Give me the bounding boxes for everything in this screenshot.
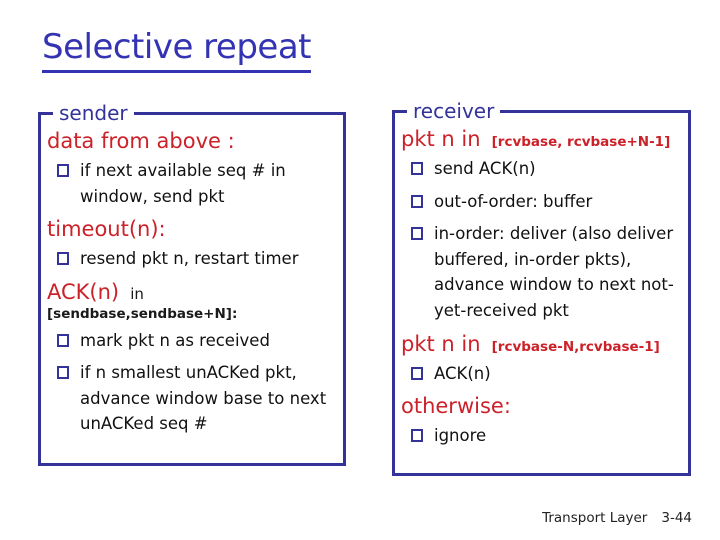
bullet-square-icon <box>57 164 69 178</box>
bullet-text: mark pkt n as received <box>80 330 270 350</box>
receiver-box-label: receiver <box>407 99 501 123</box>
bullet-text: resend pkt n, restart timer <box>80 249 299 269</box>
section-heading: pkt n in [rcvbase-N,rcvbase-1] <box>401 332 682 356</box>
section-timeout: timeout(n): resend pkt n, restart timer <box>47 217 337 272</box>
bullet-item: out-of-order: buffer <box>401 189 682 215</box>
bullet-square-icon <box>411 227 423 241</box>
page-title: Selective repeat <box>42 27 312 74</box>
bullet-text: in-order: deliver (also deliver buffered… <box>434 224 674 320</box>
heading-text: otherwise: <box>401 394 511 419</box>
bullet-item: if next available seq # in window, send … <box>47 158 337 209</box>
bullet-item: send ACK(n) <box>401 156 682 182</box>
receiver-box: receiver pkt n in [rcvbase, rcvbase+N-1]… <box>392 99 691 476</box>
heading-text: pkt n in <box>401 127 481 151</box>
bullet-text: if next available seq # in window, send … <box>80 161 286 206</box>
sender-box-label: sender <box>53 101 134 125</box>
bullet-text: ACK(n) <box>434 363 491 383</box>
section-heading: pkt n in [rcvbase, rcvbase+N-1] <box>401 127 682 151</box>
bullet-square-icon <box>57 252 69 266</box>
bullet-item: resend pkt n, restart timer <box>47 246 337 272</box>
bullet-square-icon <box>411 162 423 176</box>
footer-label: Transport Layer <box>542 510 648 526</box>
bullet-item: ACK(n) <box>401 361 682 387</box>
heading-text: ACK(n) <box>47 279 120 304</box>
section-ack: ACK(n) in [sendbase,sendbase+N]: mark pk… <box>47 280 337 437</box>
section-pkt-in-window: pkt n in [rcvbase, rcvbase+N-1] send ACK… <box>401 127 682 324</box>
bullet-square-icon <box>57 333 69 347</box>
heading-text: pkt n in <box>401 331 481 356</box>
bullet-item: if n smallest unACKed pkt, advance windo… <box>47 360 337 437</box>
section-heading: ACK(n) in [sendbase,sendbase+N]: <box>47 280 337 323</box>
bullet-square-icon <box>57 366 69 380</box>
bullet-square-icon <box>411 194 423 208</box>
bullet-item: ignore <box>401 423 682 449</box>
bullet-text: if n smallest unACKed pkt, advance windo… <box>80 363 327 434</box>
bullet-item: in-order: deliver (also deliver buffered… <box>401 221 682 323</box>
section-heading: otherwise: <box>401 394 682 418</box>
bullet-text: send ACK(n) <box>434 159 536 179</box>
bullet-item: mark pkt n as received <box>47 328 337 354</box>
heading-text: data from above : <box>47 129 235 153</box>
bullet-text: ignore <box>434 426 487 446</box>
footer-page-number: 3-44 <box>661 510 692 526</box>
bullet-square-icon <box>411 366 423 380</box>
section-heading: timeout(n): <box>47 217 337 241</box>
heading-range: [sendbase,sendbase+N]: <box>47 306 238 323</box>
bullet-square-icon <box>411 429 423 443</box>
section-otherwise: otherwise: ignore <box>401 394 682 449</box>
heading-text: timeout(n): <box>47 217 166 242</box>
section-pkt-below-window: pkt n in [rcvbase-N,rcvbase-1] ACK(n) <box>401 332 682 387</box>
heading-range: [rcvbase-N,rcvbase-1] <box>491 338 660 355</box>
section-heading: data from above : <box>47 129 337 153</box>
section-data-from-above: data from above : if next available seq … <box>47 129 337 209</box>
bullet-text: out-of-order: buffer <box>434 191 593 211</box>
sender-box: sender data from above : if next availab… <box>38 101 346 466</box>
heading-connector: in <box>130 284 144 303</box>
heading-range: [rcvbase, rcvbase+N-1] <box>491 134 671 150</box>
footer: Transport Layer 3-44 <box>542 510 692 526</box>
